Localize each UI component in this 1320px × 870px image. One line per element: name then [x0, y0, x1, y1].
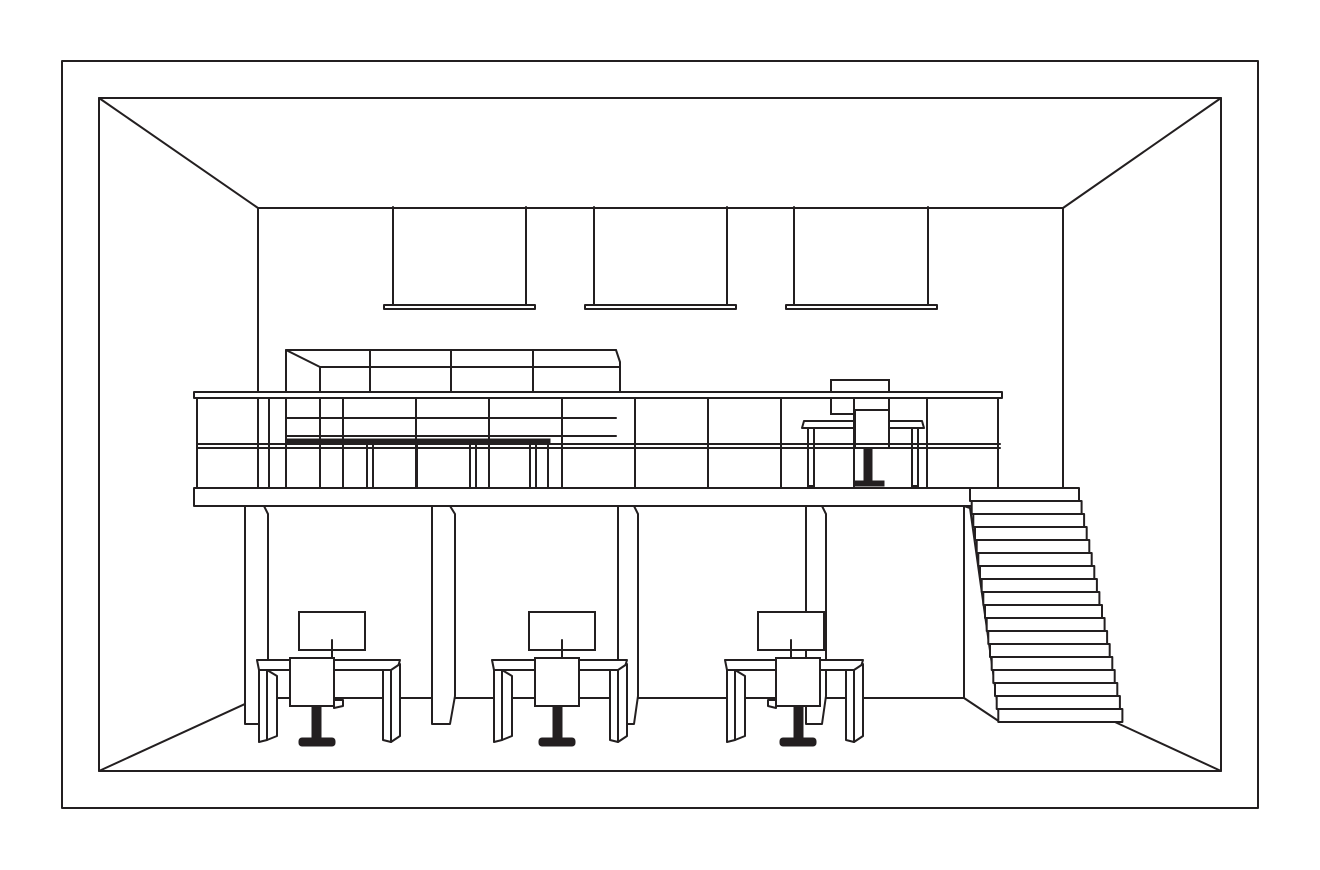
stair-step — [974, 526, 1088, 541]
ground-workstation-2 — [491, 611, 628, 747]
stair-step — [994, 682, 1119, 697]
stair-step — [980, 578, 1098, 593]
stair-step — [975, 539, 1091, 554]
ground-workstations — [256, 611, 864, 747]
mezzanine-workstation — [801, 379, 925, 487]
stair-step — [977, 552, 1093, 567]
stair-step — [987, 630, 1109, 645]
mezzanine-shelving — [285, 349, 621, 489]
ceiling-edge-left — [98, 97, 259, 209]
stair-step — [989, 643, 1111, 658]
railing-top-rail — [193, 391, 1003, 399]
floor-edge-left — [98, 697, 259, 772]
stair-step — [969, 487, 1080, 502]
stair-step — [970, 500, 1083, 515]
ceiling-edge-right — [1062, 97, 1222, 209]
stair-step — [985, 617, 1106, 632]
outer-frame — [61, 60, 1259, 809]
room-shell — [61, 60, 1259, 809]
stair-step — [995, 695, 1121, 710]
skylight-2 — [584, 206, 737, 310]
stair-step — [979, 565, 1096, 580]
mezzanine-table — [285, 438, 551, 489]
stair-step — [984, 604, 1103, 619]
stair-step — [990, 656, 1114, 671]
support-column-2 — [431, 505, 456, 725]
stair-step — [982, 591, 1101, 606]
skylights — [383, 206, 938, 310]
stair-steps — [969, 487, 1124, 723]
chair-back — [775, 657, 821, 707]
chair-back — [289, 657, 335, 707]
back-wall — [257, 207, 1064, 699]
stair-step — [972, 513, 1086, 528]
stair-step — [997, 708, 1124, 723]
chair-back — [854, 409, 890, 449]
mezzanine-railing — [193, 391, 1003, 489]
ground-workstation-1 — [256, 611, 401, 747]
inner-frame — [98, 97, 1222, 772]
chair-back — [534, 657, 580, 707]
ground-workstation-3 — [724, 611, 864, 747]
stair-step — [992, 669, 1116, 684]
mezzanine-floor-slab — [193, 487, 1003, 507]
staircase — [963, 487, 1124, 723]
skylight-1 — [383, 206, 536, 310]
skylight-3 — [785, 206, 938, 310]
